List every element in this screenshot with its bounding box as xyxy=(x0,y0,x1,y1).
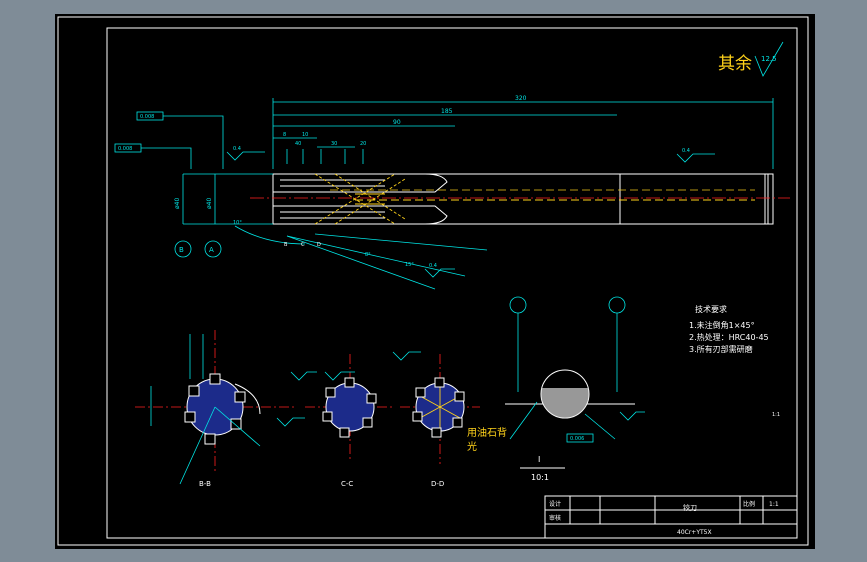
dim-a3: 40 xyxy=(295,141,301,147)
drawing-canvas: 其余 12.5 320 185 90 8 10 30 20 40 xyxy=(57,16,809,546)
section-bb: B-B xyxy=(135,330,305,488)
tol-box1: 0.008 xyxy=(140,114,154,120)
tb-name: 铰刀 xyxy=(683,503,697,512)
dim-overall: 320 xyxy=(515,95,527,102)
tol-2: 0.4 xyxy=(682,148,690,154)
svg-text:B: B xyxy=(284,242,288,248)
technical-notes: 技术要求 1.未注倒角1×45° 2.热处理：HRC40-45 3.所有刃部需研… xyxy=(689,304,769,354)
grind-line2: 光 xyxy=(467,440,477,453)
tol-box2: 0.008 xyxy=(118,146,132,152)
dim-a2: 10 xyxy=(302,132,308,138)
detail-i: I xyxy=(538,455,540,464)
svg-text:C: C xyxy=(301,242,305,248)
tb-check: 审核 xyxy=(549,514,561,522)
section-dd: D-D xyxy=(392,351,480,488)
note-1: 1.未注倒角1×45° xyxy=(689,320,755,330)
angle-2: 8° xyxy=(365,252,371,258)
roughness-value: 12.5 xyxy=(761,55,777,63)
dim-dia-left: ø40 xyxy=(174,198,181,209)
tb-scale: 1:1 xyxy=(769,501,779,508)
tol-1: 0.4 xyxy=(233,146,241,152)
note-3: 3.所有刃部需研磨 xyxy=(689,344,753,354)
roughness-label: 其余 xyxy=(718,54,752,74)
detail-tol: 0.006 xyxy=(570,436,584,442)
datum-a: A xyxy=(209,246,214,254)
dim-shank: 185 xyxy=(441,108,453,115)
tb-design: 设计 xyxy=(549,500,561,508)
dim-d1: 30 xyxy=(331,141,337,147)
tol-3: 0.4 xyxy=(429,263,437,269)
detail-ratio: 1:1 xyxy=(772,412,780,418)
outer-frame xyxy=(57,16,809,546)
title-block: 设计 审核 铰刀 比例 1:1 40Cr+YT5X xyxy=(544,495,798,539)
detail-scale: 10:1 xyxy=(531,473,549,482)
angle-3: 15° xyxy=(405,262,414,268)
section-dd-label: D-D xyxy=(431,480,444,488)
section-cc-label: C-C xyxy=(341,480,353,488)
dim-d2: 20 xyxy=(360,141,366,147)
dim-a1: 8 xyxy=(283,132,286,138)
tb-scale-label: 比例 xyxy=(743,500,755,508)
angle-1: 10° xyxy=(233,220,242,226)
section-bb-label: B-B xyxy=(199,480,211,488)
inner-frame xyxy=(106,27,798,539)
grind-line1: 用油石背 xyxy=(467,426,507,439)
dim-dia-tip: ø40 xyxy=(206,198,213,209)
datum-b: B xyxy=(179,246,184,254)
notes-title: 技术要求 xyxy=(695,304,727,314)
reamer-main-view: 320 185 90 8 10 30 20 40 xyxy=(114,95,790,290)
cad-viewport[interactable]: 其余 12.5 320 185 90 8 10 30 20 40 xyxy=(55,14,815,549)
roughness-symbol: 其余 12.5 xyxy=(718,41,784,77)
svg-text:D: D xyxy=(317,242,321,248)
section-cc: C-C xyxy=(290,354,395,488)
tb-material: 40Cr+YT5X xyxy=(677,529,712,536)
dim-cut: 90 xyxy=(393,119,401,126)
detail-view: 0.006 用油石背 光 I 10:1 1:1 xyxy=(467,296,780,482)
note-2: 2.热处理：HRC40-45 xyxy=(689,332,769,342)
